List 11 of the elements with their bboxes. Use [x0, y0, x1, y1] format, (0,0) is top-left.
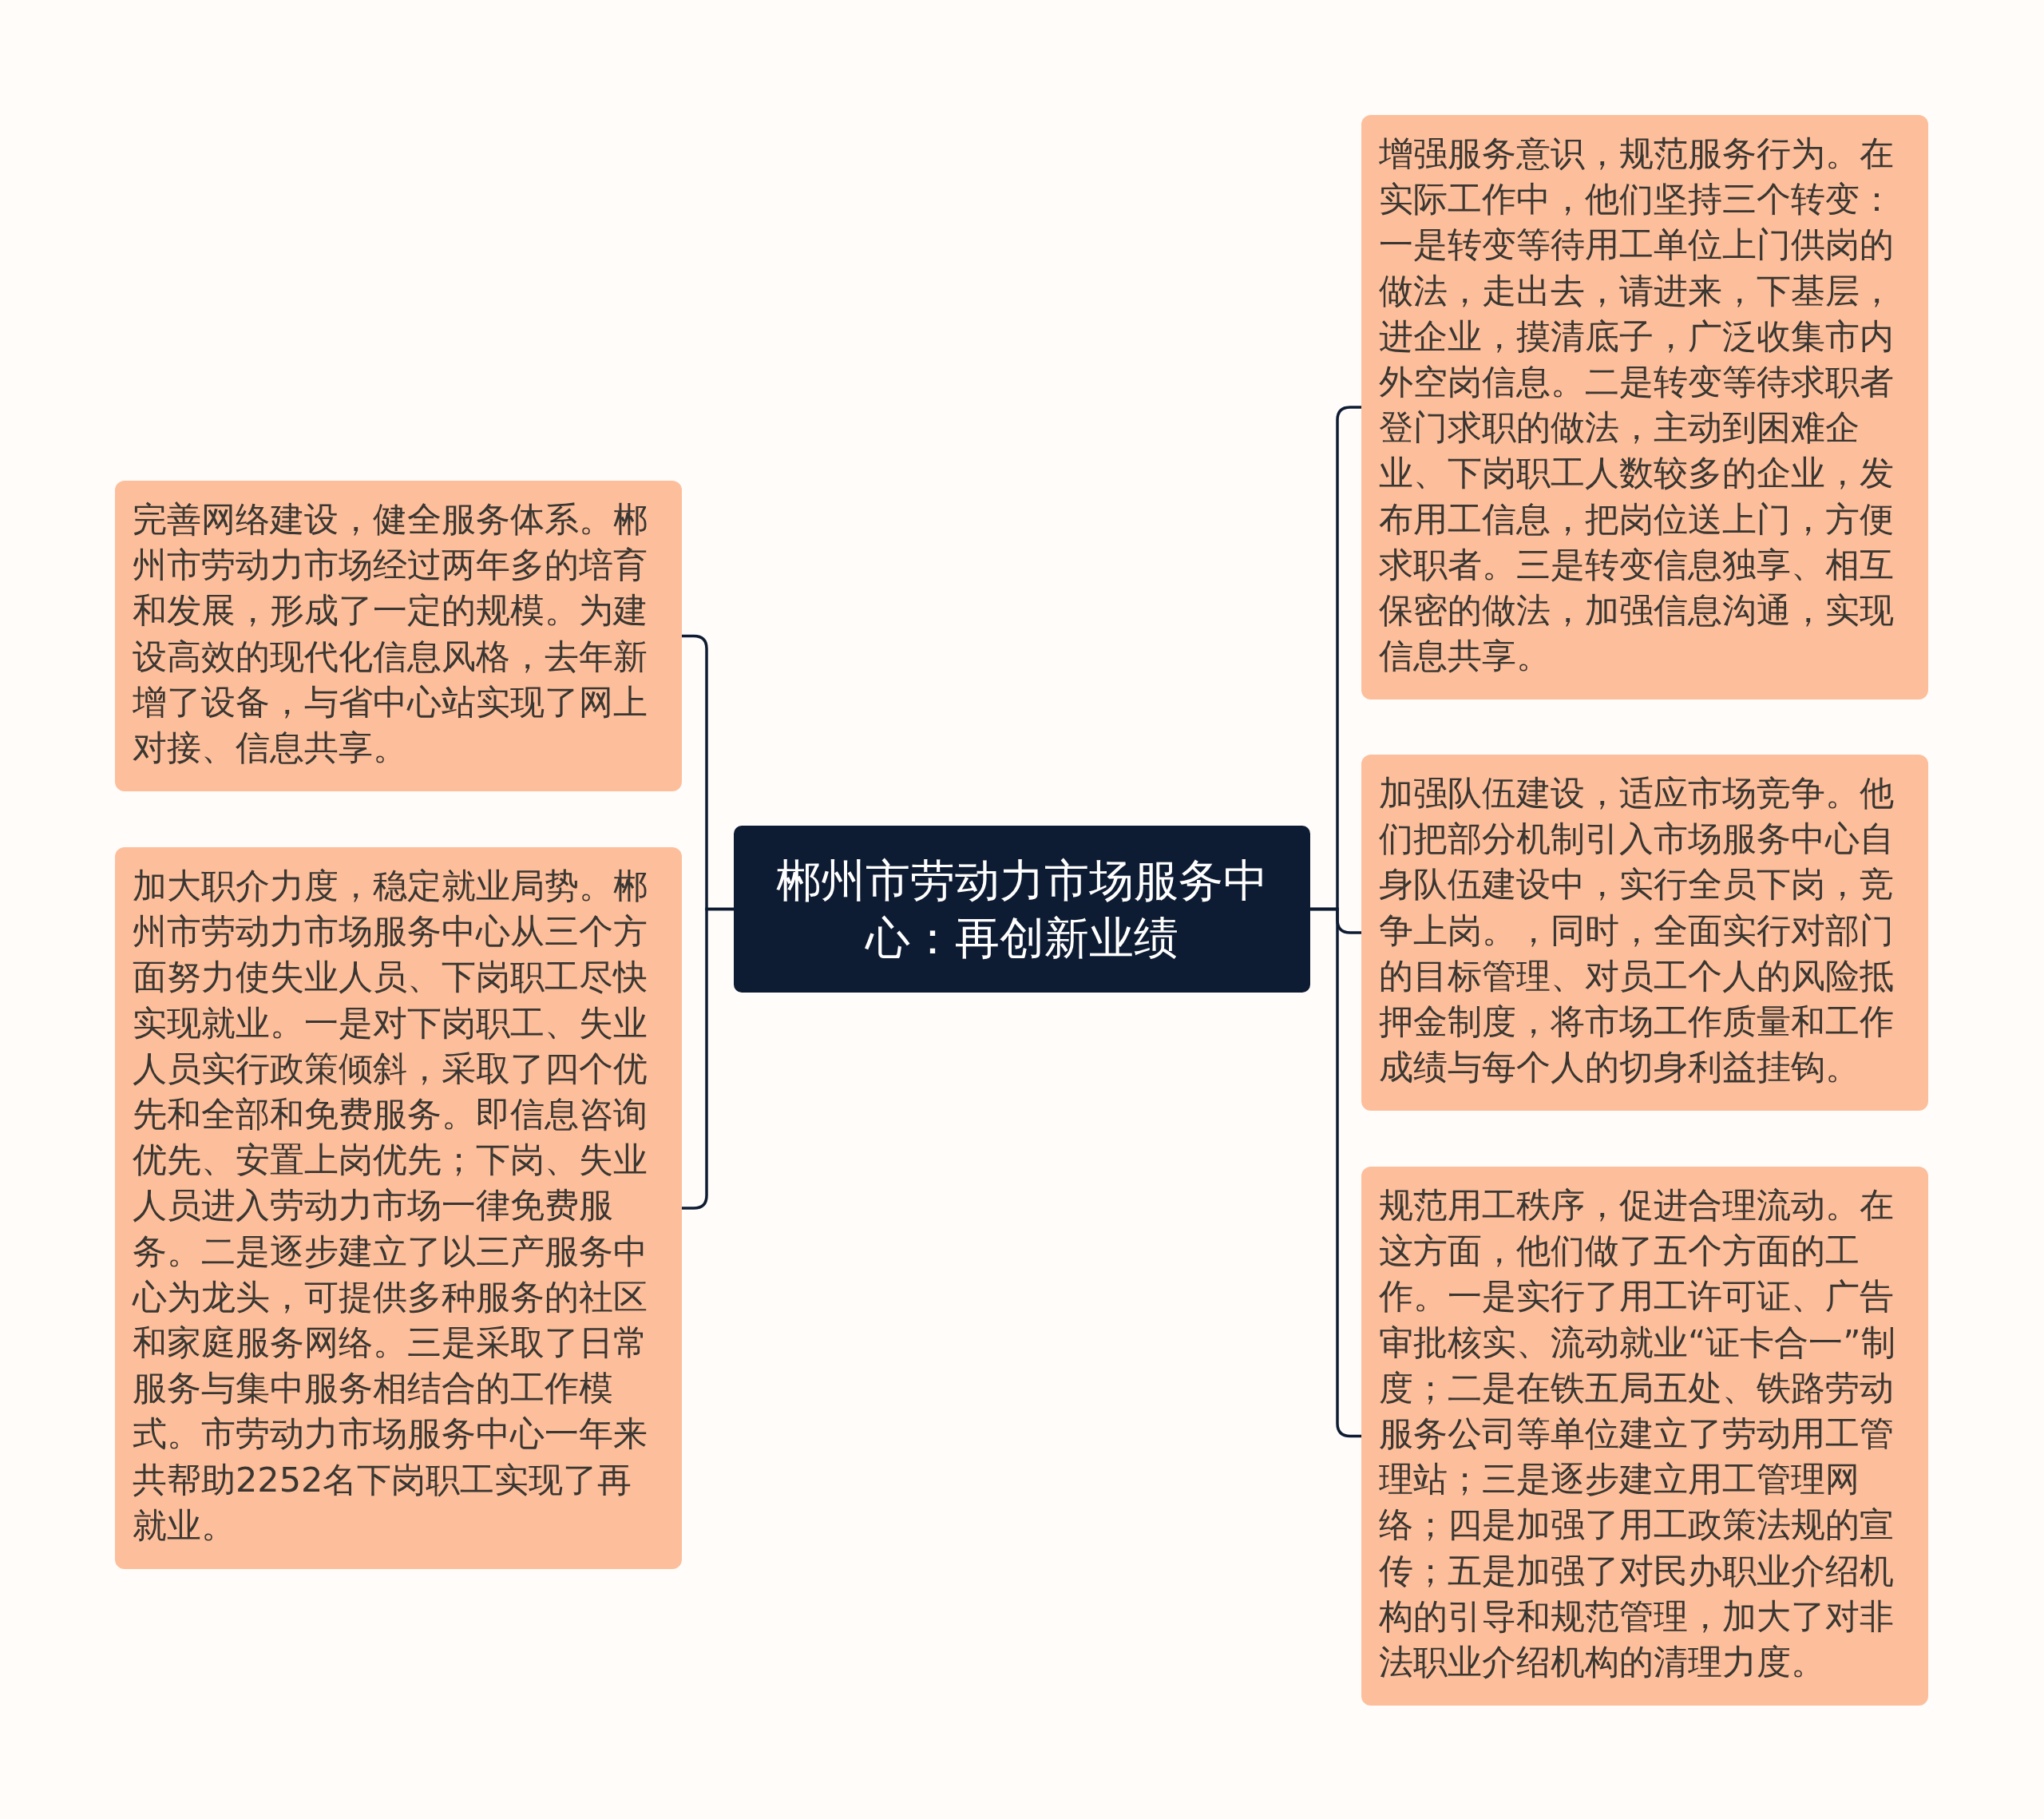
topic-card	[115, 481, 682, 792]
card-text: 增强服务意识，规范服务行为。在实际工作中，他们坚持三个转变：一是转变等待用工单位上门供岗的做法，走出去，请进来，下基层，进企业，摸清底子，广泛收集市内外空岗信息。二是转变等待求职者登门求职的做法，主动到困难企业、下岗职工人数较多的企业，发布用工信息，把岗位送上门，方便求职者。三是转变信息独享、相互保密的做法，加强信息沟通，实现信息共享。	[1379, 133, 1895, 678]
central-topic	[734, 826, 1310, 993]
card-text: 完善网络建设，健全服务体系。郴州市劳动力市场经过两年多的培育和发展，形成了一定的规模。为建设高效的现代化信息风格，去年新增了设备，与省中心站实现了网上对接、信息共享。	[133, 498, 648, 769]
topic-card	[1361, 755, 1928, 1112]
card-text: 规范用工秩序，促进合理流动。在这方面，他们做了五个方面的工作。一是实行了用工许可证、广告审批核实、流动就业“证卡合一”制度；二是在铁五局五处、铁路劳动服务公司等单位建立了劳动用工管理站；三是逐步建立用工管理网络；四是加强了用工政策法规的宣传；五是加强了对民办职业介绍机构的引导和规范管理，加大了对非法职业介绍机构的清理力度。	[1379, 1184, 1896, 1684]
topic-title: 郴州市劳动力市场服务中心：再创新业绩	[775, 853, 1269, 965]
card-text: 加大职介力度，稳定就业局势。郴州市劳动力市场服务中心从三个方面努力使失业人员、下岗职工尽快实现就业。一是对下岗职工、失业人员实行政策倾斜，采取了四个优先和全部和免费服务。即信息咨询优先、安置上岗优先；下岗、失业人员进入劳动力市场一律免费服务。二是逐步建立了以三产服务中心为龙头，可提供多种服务的社区和家庭服务网络。三是采取了日常服务与集中服务相结合的工作模式。市劳动力市场服务中心一年来共帮助2252名下岗职工实现了再就业。	[133, 865, 648, 1547]
topic-card	[1361, 115, 1928, 700]
topic-card	[1361, 1167, 1928, 1706]
card-text: 加强队伍建设，适应市场竞争。他们把部分机制引入市场服务中心自身队伍建设中，实行全员下岗，竞争上岗。，同时，全面实行对部门的目标管理、对员工个人的风险抵押金制度，将市场工作质量和工作成绩与每个人的切身利益挂钩。	[1379, 772, 1895, 1089]
